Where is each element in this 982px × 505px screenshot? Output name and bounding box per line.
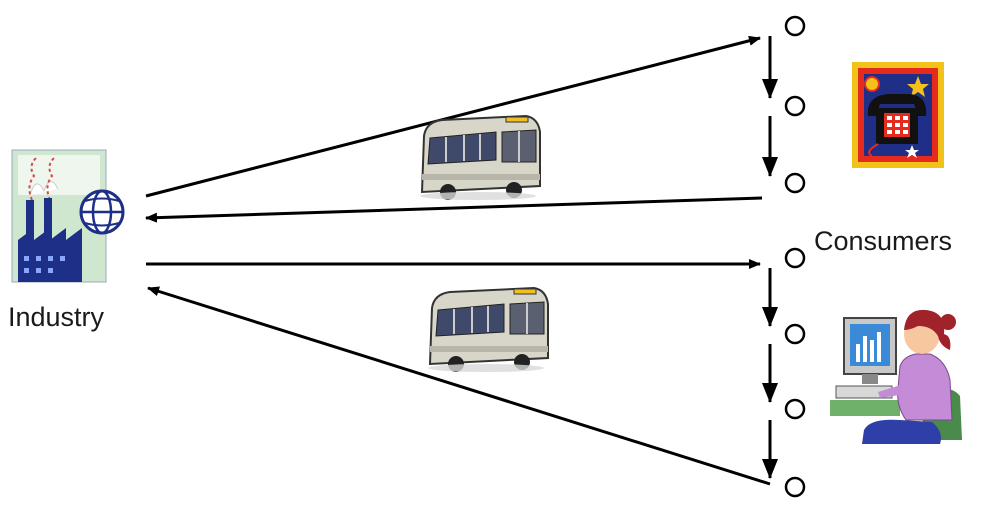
- factory-globe-icon: [11, 149, 125, 283]
- globe-icon: [79, 189, 125, 235]
- consumer-node: [784, 15, 806, 37]
- consumer-node: [784, 323, 806, 345]
- bus-icon: [428, 286, 549, 372]
- industry-label: Industry: [8, 302, 105, 332]
- consumer-node: [784, 172, 806, 194]
- woman-at-computer-icon: [830, 309, 962, 444]
- arrow-industry-to-consumers-upper: [145, 35, 761, 198]
- consumer-node: [784, 476, 806, 498]
- upper-consumer-chain: [762, 15, 806, 194]
- consumer-node: [784, 247, 806, 269]
- arrow-consumers-to-industry-upper: [145, 196, 763, 223]
- consumer-node: [784, 398, 806, 420]
- arrow-consumers-to-industry-lower: [147, 286, 771, 486]
- consumers-label: Consumers: [814, 226, 953, 256]
- consumer-node: [784, 95, 806, 117]
- lower-consumer-chain: [762, 247, 806, 498]
- bus-icon: [420, 114, 541, 200]
- telephone-icon: [852, 62, 944, 168]
